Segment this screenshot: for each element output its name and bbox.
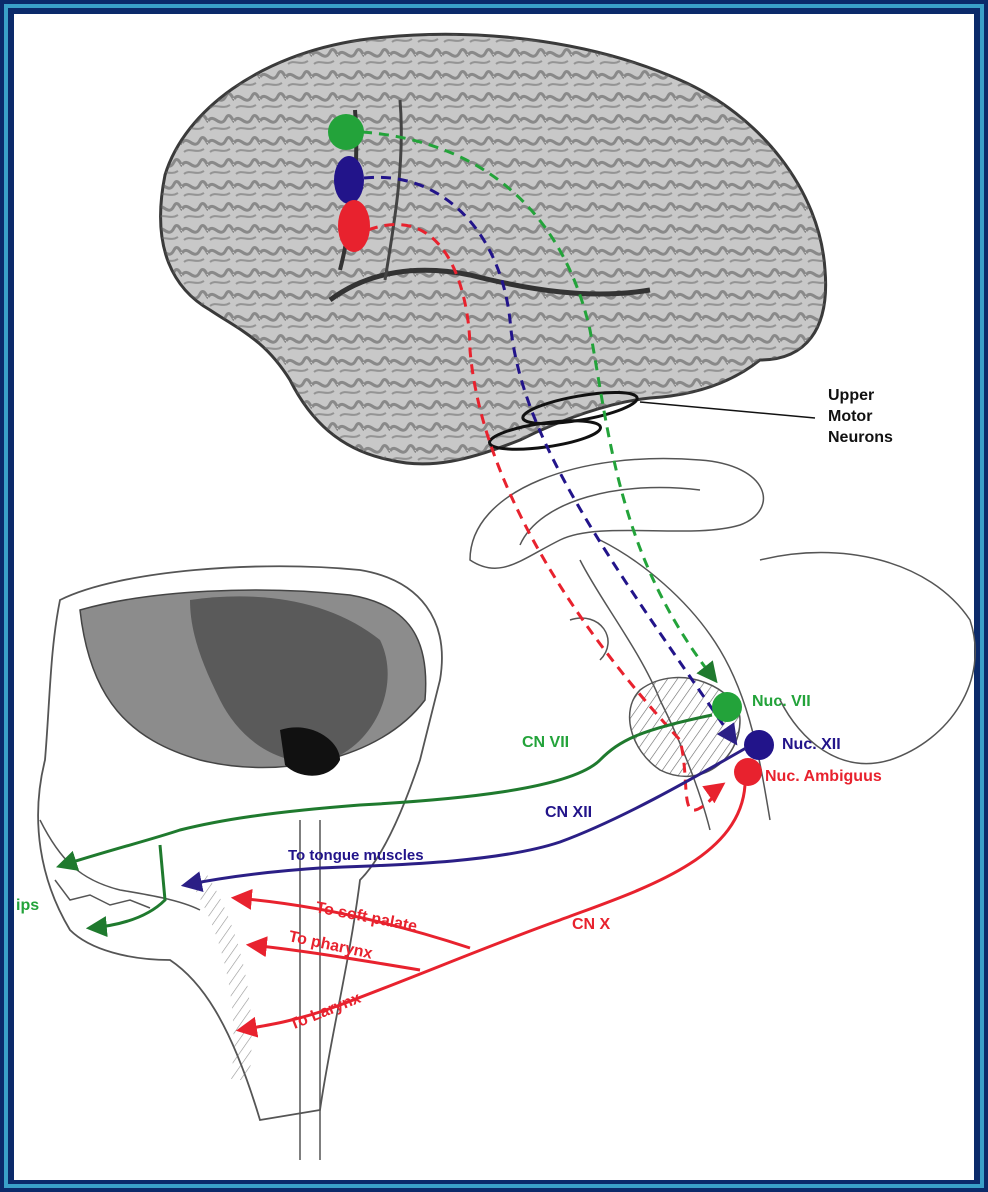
cortex-face-area	[328, 114, 364, 150]
upper-motor-neurons-label-1: Upper	[828, 387, 874, 404]
nuc-xii-label: Nuc. XII	[782, 736, 841, 753]
nuc-ambiguus-label: Nuc. Ambiguus	[765, 768, 882, 785]
nuc-vii-label: Nuc. VII	[752, 693, 811, 710]
lips-label: ips	[16, 897, 39, 914]
cn-x-label: CN X	[572, 916, 611, 933]
cn-xii-label: CN XII	[545, 804, 592, 821]
cortex-larynx-area	[338, 200, 370, 252]
nucleus-ambiguus	[734, 758, 762, 786]
upper-motor-neurons-label-3: Neurons	[828, 429, 893, 446]
nucleus-xii	[744, 730, 774, 760]
to-tongue-muscles-label: To tongue muscles	[288, 847, 424, 864]
nucleus-vii	[712, 692, 742, 722]
cortex-tongue-area	[334, 156, 364, 204]
upper-motor-neurons-label-2: Motor	[828, 408, 872, 425]
cn-vii-label: CN VII	[522, 734, 569, 751]
